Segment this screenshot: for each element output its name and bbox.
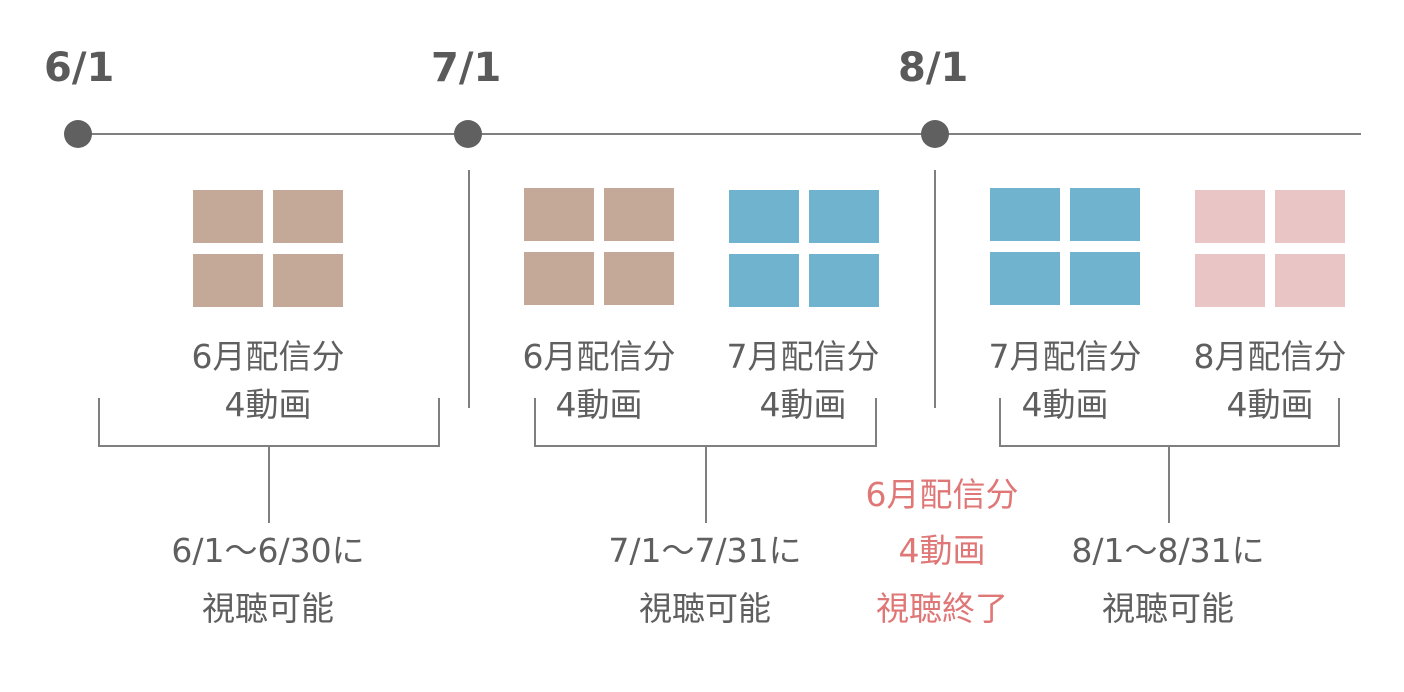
- video-thumbnail: [1275, 254, 1345, 307]
- video-thumbnail: [193, 190, 263, 243]
- timeline-dot-june: [64, 120, 92, 148]
- ended-note-status: 視聴終了: [876, 589, 1008, 628]
- video-grid-june: [524, 188, 674, 306]
- video-thumbnail: [990, 188, 1060, 241]
- bracket-june: [98, 398, 100, 447]
- block-label-month: 6月配信分: [522, 337, 676, 376]
- video-thumbnail: [1070, 188, 1140, 241]
- video-thumbnail: [1195, 254, 1265, 307]
- bracket-july: [875, 398, 877, 447]
- video-thumbnail: [193, 254, 263, 307]
- divider-august: [934, 170, 936, 408]
- video-thumbnail: [1070, 252, 1140, 305]
- viewing-status-august: 視聴可能: [1102, 589, 1234, 628]
- video-grid-july: [729, 190, 879, 308]
- video-thumbnail: [809, 254, 879, 307]
- timeline-axis: [78, 133, 1361, 135]
- timeline-dot-august: [921, 120, 949, 148]
- bracket-stem-august: [1168, 447, 1170, 523]
- block-label-month: 7月配信分: [988, 337, 1142, 376]
- video-thumbnail: [524, 188, 594, 241]
- bracket-august: [1338, 398, 1340, 447]
- viewing-period-july: 7/1〜7/31に: [608, 531, 802, 570]
- bracket-june: [98, 445, 440, 447]
- date-label-august: 8/1: [898, 45, 969, 91]
- bracket-july: [534, 398, 536, 447]
- video-thumbnail: [273, 254, 343, 307]
- video-grid-july: [990, 188, 1140, 306]
- viewing-period-august: 8/1〜8/31に: [1071, 531, 1265, 570]
- video-thumbnail: [1195, 190, 1265, 243]
- bracket-july: [534, 445, 877, 447]
- ended-note-month: 6月配信分: [865, 475, 1019, 514]
- video-thumbnail: [604, 252, 674, 305]
- ended-note-count: 4動画: [898, 531, 986, 570]
- video-thumbnail: [604, 188, 674, 241]
- video-thumbnail: [809, 190, 879, 243]
- block-label-count: 4動画: [1021, 385, 1109, 424]
- bracket-stem-june: [268, 447, 270, 523]
- bracket-june: [438, 398, 440, 447]
- video-grid-august: [1195, 190, 1345, 308]
- date-label-july: 7/1: [431, 45, 502, 91]
- viewing-period-june: 6/1〜6/30に: [171, 531, 365, 570]
- video-thumbnail: [273, 190, 343, 243]
- video-thumbnail: [1275, 190, 1345, 243]
- video-thumbnail: [729, 190, 799, 243]
- block-label-month: 8月配信分: [1193, 337, 1347, 376]
- bracket-stem-july: [705, 447, 707, 523]
- block-label-count: 4動画: [555, 385, 643, 424]
- video-thumbnail: [990, 252, 1060, 305]
- divider-july: [468, 170, 470, 408]
- block-label-count: 4動画: [224, 385, 312, 424]
- video-grid-june: [193, 190, 343, 308]
- timeline-dot-july: [454, 120, 482, 148]
- viewing-status-june: 視聴可能: [202, 589, 334, 628]
- bracket-august: [999, 398, 1001, 447]
- block-label-month: 7月配信分: [726, 337, 880, 376]
- block-label-count: 4動画: [759, 385, 847, 424]
- block-label-count: 4動画: [1226, 385, 1314, 424]
- video-thumbnail: [524, 252, 594, 305]
- video-thumbnail: [729, 254, 799, 307]
- block-label-month: 6月配信分: [191, 337, 345, 376]
- viewing-status-july: 視聴可能: [639, 589, 771, 628]
- bracket-august: [999, 445, 1340, 447]
- date-label-june: 6/1: [44, 45, 115, 91]
